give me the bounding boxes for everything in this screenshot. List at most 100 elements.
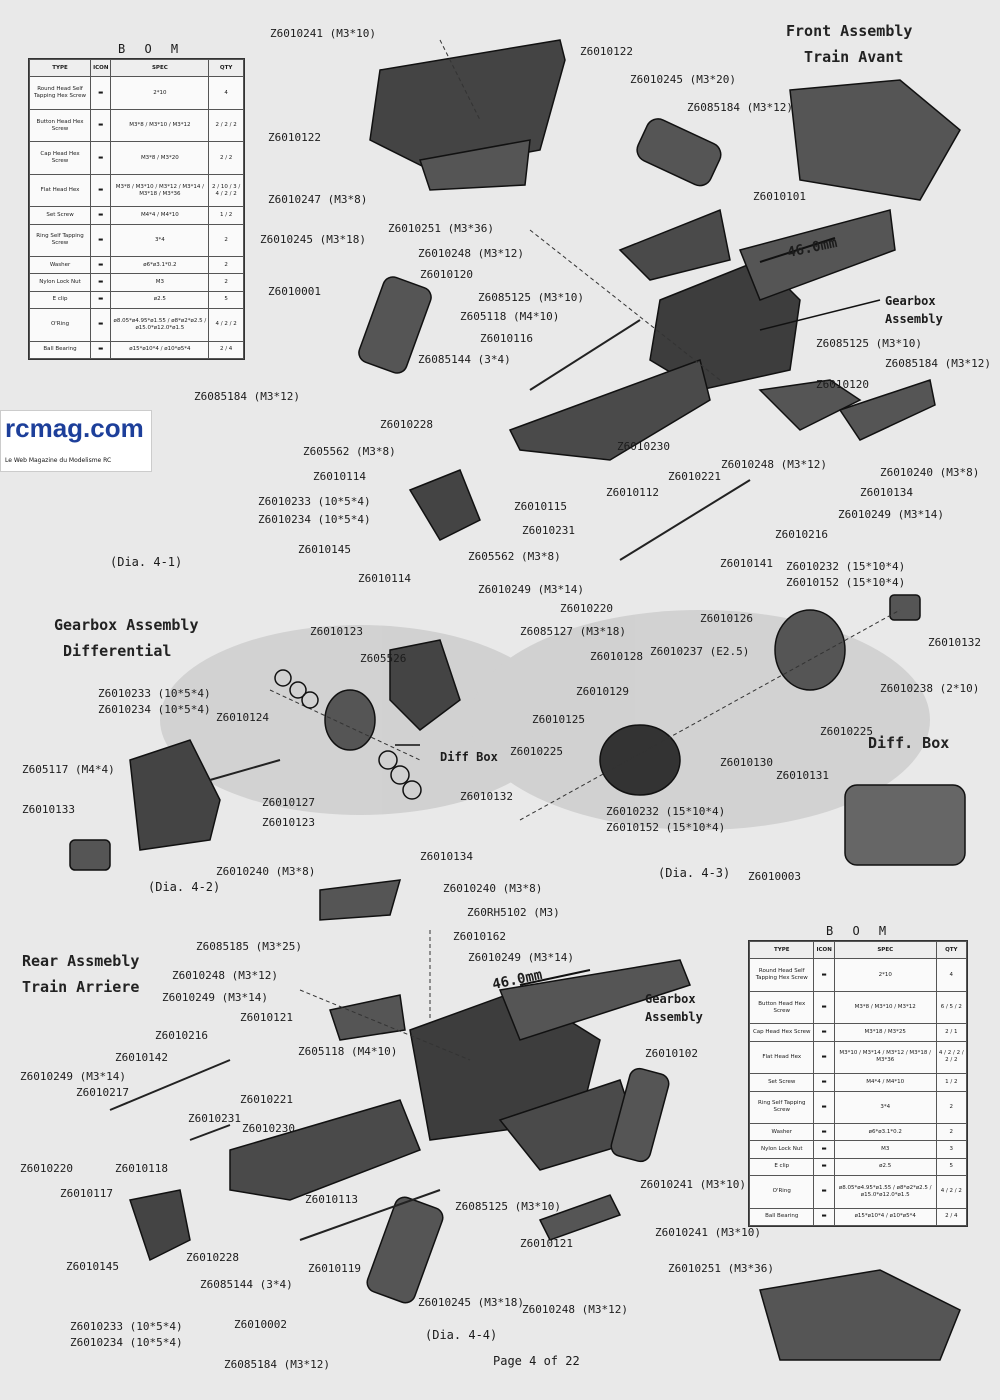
diff-box-title: Diff. Box	[868, 734, 950, 752]
part-label: Z6010230	[617, 440, 670, 453]
part-label: Z6010241 (M3*10)	[655, 1226, 761, 1239]
part-label: Z6010114	[313, 470, 366, 483]
gearbox-assembly-title: Gearbox Assembly Differential	[54, 616, 199, 660]
bom-part-icon: ▬	[813, 958, 835, 992]
bom-header: TYPE	[748, 940, 815, 960]
bom-cell: ø15*ø10*4 / ø10*ø5*4	[833, 1207, 937, 1227]
part-label: Z6010249 (M3*14)	[20, 1070, 126, 1083]
bom-part-icon: ▬	[90, 308, 112, 342]
bom-cell: ø8.05*ø4.95*ø1.55 / ø8*ø2*ø2.5 / ø15.0*ø…	[110, 308, 210, 342]
bom-cell: 4	[935, 958, 968, 992]
logo-tagline: Le Web Magazine du Modelisme RC	[5, 457, 112, 464]
bom-cell: Button Head Hex Screw	[28, 108, 92, 143]
part-label: Z6010216	[775, 528, 828, 541]
part-label: Z6010002	[234, 1318, 287, 1331]
rear-body-mount	[319, 879, 402, 921]
part-label: Z6010118	[115, 1162, 168, 1175]
dia-label-4-4: (Dia. 4-4)	[425, 1328, 498, 1342]
bom-cell: 2 / 1	[935, 1023, 968, 1042]
part-label: Z6010232 (15*10*4)	[786, 560, 906, 573]
bom-cell: M3*8 / M3*10 / M3*12	[110, 108, 210, 143]
bom-cell: 2*10	[110, 76, 210, 110]
dia-label-4-2: (Dia. 4-2)	[148, 880, 221, 894]
part-label: Z6010233 (10*5*4)	[258, 495, 371, 508]
rear-assembly-thumbnail	[759, 1269, 961, 1361]
bom-part-icon: ▬	[813, 1157, 835, 1177]
part-label: Z6010217	[76, 1086, 129, 1099]
bom-cell: Nylon Lock Nut	[28, 273, 92, 292]
bom-header: ICON	[813, 940, 835, 960]
part-label: Z6010124	[216, 711, 269, 724]
part-label: Z6010145	[298, 543, 351, 556]
part-label: Z6010240 (M3*8)	[880, 466, 980, 479]
bom-header: ICON	[90, 58, 112, 78]
part-label: Z6010120	[420, 268, 473, 281]
part-label: Z6010231	[522, 524, 575, 537]
part-label: Z6010248 (M3*12)	[418, 247, 524, 260]
bom-part-icon: ▬	[90, 340, 112, 360]
part-label: Z605118 (M4*10)	[460, 310, 560, 323]
part-label: Z605562 (M3*8)	[468, 550, 561, 563]
bom-cell: 6 / 5 / 2	[935, 990, 968, 1025]
bom-cell: Washer	[748, 1123, 815, 1142]
bom-cell: Flat Head Hex	[748, 1040, 815, 1075]
part-label: Z6010131	[776, 769, 829, 782]
part-label: Z6010249 (M3*14)	[478, 583, 584, 596]
part-label: Z6010119	[308, 1262, 361, 1275]
part-label: Z6010230	[242, 1122, 295, 1135]
bom-row: Flat Head Hex▬M3*8 / M3*10 / M3*12 / M3*…	[28, 173, 244, 208]
bom-cell: 2 / 4	[935, 1207, 968, 1227]
bom-cell: 1 / 2	[208, 206, 244, 225]
part-label: Z6010216	[155, 1029, 208, 1042]
rcmag-logo: rcmag.com Le Web Magazine du Modelisme R…	[0, 410, 152, 472]
part-label: Z6085144 (3*4)	[200, 1278, 293, 1291]
part-label: Z6010247 (M3*8)	[268, 193, 368, 206]
bom-cell: M3*8 / M3*10 / M3*12	[833, 990, 937, 1025]
part-label: Z6010245 (M3*20)	[630, 73, 736, 86]
part-label: Z6010241 (M3*10)	[270, 27, 376, 40]
part-label: Z6010132	[928, 636, 981, 649]
part-label: Z6085125 (M3*10)	[816, 337, 922, 350]
part-label: Z6010120	[816, 378, 869, 391]
bom-cell: M3*10 / M3*14 / M3*12 / M3*18 / M3*36	[833, 1040, 937, 1075]
bom-cell: M3	[110, 273, 210, 292]
part-label: Z60RH5102 (M3)	[467, 906, 560, 919]
part-label: Z6010233 (10*5*4)	[70, 1320, 183, 1333]
bom-header: SPEC	[110, 58, 210, 78]
part-label: Z6085185 (M3*25)	[196, 940, 302, 953]
part-label: Z6010225	[820, 725, 873, 738]
bom-cell: Round Head Self Tapping Hex Screw	[748, 958, 815, 992]
diff-ring-gear	[324, 689, 376, 751]
bom-cell: ø2.5	[833, 1157, 937, 1177]
bom-cell: E clip	[28, 290, 92, 310]
part-label: Z6010121	[520, 1237, 573, 1250]
bom-cell: ø6*ø3.1*0.2	[110, 256, 210, 275]
bom-part-icon: ▬	[813, 1140, 835, 1159]
part-label: Z6010162	[453, 930, 506, 943]
part-label: Z6010234 (10*5*4)	[98, 703, 211, 716]
bom-cell: Flat Head Hex	[28, 173, 92, 208]
rear-shock-body	[366, 1196, 444, 1304]
gearbox-half-a	[129, 739, 221, 851]
bom-row: O'Ring▬ø8.05*ø4.95*ø1.55 / ø8*ø2*ø2.5 / …	[28, 308, 244, 342]
bom-cell: Ball Bearing	[28, 340, 92, 360]
part-label: Z6085184 (M3*12)	[885, 357, 991, 370]
rear-lower-brace	[538, 1194, 622, 1241]
part-label: Z6010237 (E2.5)	[650, 645, 750, 658]
bom-cell: Round Head Self Tapping Hex Screw	[28, 76, 92, 110]
part-label: Z6010141	[720, 557, 773, 570]
bom-part-icon: ▬	[813, 1123, 835, 1142]
bom-cell: E clip	[748, 1157, 815, 1177]
bom-cell: M3*8 / M3*10 / M3*12 / M3*14 / M3*18 / M…	[110, 173, 210, 208]
part-label: Z6010228	[186, 1251, 239, 1264]
bom-cell: ø2.5	[110, 290, 210, 310]
bom-header: QTY	[935, 940, 968, 960]
